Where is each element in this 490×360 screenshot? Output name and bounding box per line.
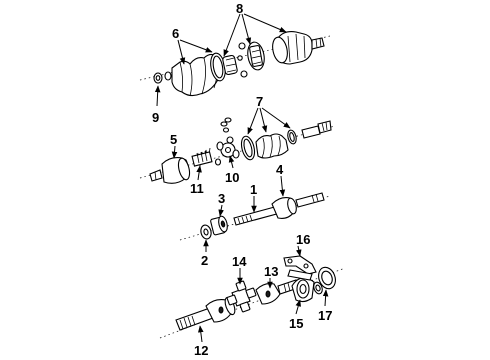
part-14-u-joint-cross [226, 280, 257, 313]
callout-10: 10 [225, 170, 239, 185]
callout-2: 2 [201, 253, 208, 268]
part-16-bracket [283, 255, 317, 281]
part-2-washer [200, 224, 212, 240]
callout-3: 3 [218, 191, 225, 206]
stub-shaft [301, 120, 332, 139]
part-15-washer [313, 281, 323, 295]
part-10-tripod [214, 136, 240, 166]
part-8-inner-race [222, 54, 238, 76]
shaft-assembly [179, 192, 331, 241]
callout-6: 6 [172, 26, 179, 41]
callout-14: 14 [232, 254, 247, 269]
part-15-center-bearing [291, 277, 315, 303]
part-13-yoke [255, 279, 299, 305]
part-8-cage [247, 41, 265, 71]
part-5-tripod-housing [149, 157, 191, 184]
callout-7: 7 [256, 94, 263, 109]
part-8-outer-housing [272, 31, 325, 65]
part-17-seal [318, 266, 336, 290]
callout-1: 1 [250, 182, 257, 197]
outer-cv-joint-assembly [139, 31, 331, 97]
callout-17: 17 [318, 308, 332, 323]
part-small-washer [164, 71, 172, 81]
part-7-clamp-ring [240, 135, 256, 161]
leader-lines [154, 13, 329, 343]
part-10-clips [220, 117, 232, 133]
part-3-bearing [210, 215, 228, 236]
part-9-nut [153, 72, 163, 84]
part-7-boot [255, 133, 289, 159]
callout-5: 5 [170, 132, 177, 147]
inner-joint-assembly [139, 117, 336, 184]
part-4-damper [271, 197, 297, 219]
part-12-front-yoke-shaft [175, 296, 236, 331]
part-8-balls [237, 42, 248, 78]
callout-4: 4 [276, 162, 284, 177]
callout-12: 12 [194, 343, 208, 358]
callout-11: 11 [190, 181, 204, 196]
part-1-shaft-end [295, 192, 325, 208]
part-11-spring [191, 147, 213, 167]
callout-13: 13 [264, 264, 278, 279]
callout-9: 9 [152, 110, 159, 125]
part-7-small-ring [287, 129, 297, 145]
callout-labels: 8 6 9 7 5 11 10 1 4 3 2 16 14 13 15 17 1… [152, 1, 332, 358]
callout-16: 16 [296, 232, 310, 247]
callout-8: 8 [236, 1, 243, 16]
part-10-small-ring [214, 158, 222, 166]
callout-15: 15 [289, 316, 303, 331]
driveshaft-assembly [159, 255, 346, 339]
